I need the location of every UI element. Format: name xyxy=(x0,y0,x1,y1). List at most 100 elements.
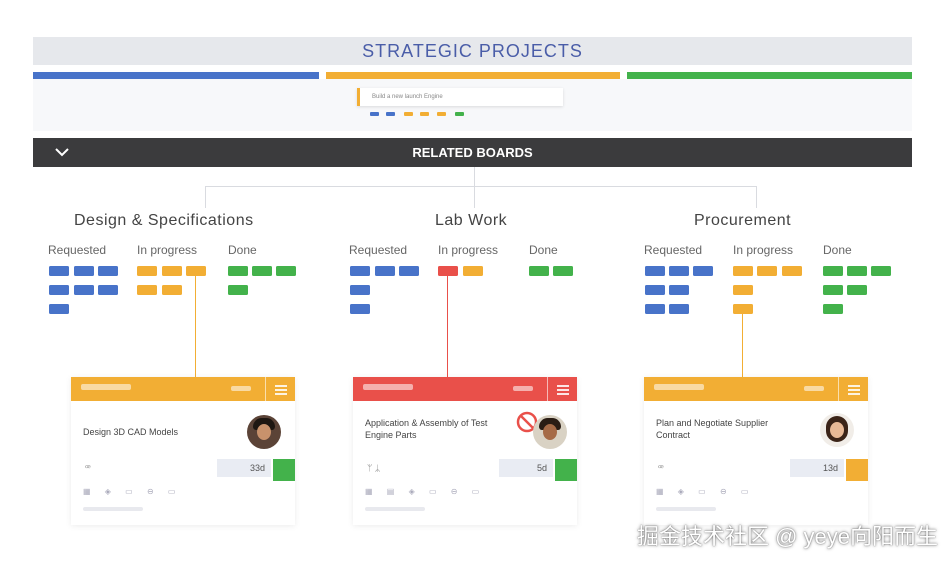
column-done: Done xyxy=(823,243,852,257)
column-in-progress: In progress xyxy=(438,243,498,257)
due-days: 33d xyxy=(217,459,271,477)
task-chip[interactable] xyxy=(757,266,777,276)
card-header xyxy=(71,377,295,401)
task-chip[interactable] xyxy=(645,304,665,314)
assignee-avatar[interactable] xyxy=(533,415,567,449)
task-chip[interactable] xyxy=(669,304,689,314)
card-icons-row[interactable]: ▦ ▤ ◈ ▭ ⊖ ▭ xyxy=(365,487,485,496)
due-days: 13d xyxy=(790,459,844,477)
task-chip[interactable] xyxy=(49,266,69,276)
column-done: Done xyxy=(228,243,257,257)
column-requested: Requested xyxy=(48,243,106,257)
due-days: 5d xyxy=(499,459,553,477)
task-chip[interactable] xyxy=(228,266,248,276)
watermark: 掘金技术社区 @ yeye向阳而生 xyxy=(637,519,938,551)
task-chip[interactable] xyxy=(350,266,370,276)
task-chip[interactable] xyxy=(228,285,248,295)
task-chip[interactable] xyxy=(847,285,867,295)
mini-chip xyxy=(455,112,464,116)
task-chip[interactable] xyxy=(463,266,483,276)
task-card-procurement[interactable]: Plan and Negotiate Supplier Contract ꟹ 1… xyxy=(644,377,868,525)
task-chip[interactable] xyxy=(74,266,94,276)
task-chip[interactable] xyxy=(98,285,118,295)
due-status-flag xyxy=(273,459,295,481)
task-chip[interactable] xyxy=(733,266,753,276)
link-line xyxy=(742,314,743,377)
task-chip[interactable] xyxy=(733,285,753,295)
card-task-title: Application & Assembly of Test Engine Pa… xyxy=(365,417,495,441)
card-task-title: Design 3D CAD Models xyxy=(83,426,233,438)
task-chip[interactable] xyxy=(847,266,867,276)
task-chip[interactable] xyxy=(186,266,206,276)
task-card-lab-work[interactable]: Application & Assembly of Test Engine Pa… xyxy=(353,377,577,525)
task-chip[interactable] xyxy=(782,266,802,276)
task-chip[interactable] xyxy=(98,266,118,276)
card-menu-icon[interactable] xyxy=(547,377,578,401)
task-chip[interactable] xyxy=(162,266,182,276)
task-chip[interactable] xyxy=(276,266,296,276)
mini-chip xyxy=(370,112,379,116)
board-title-design[interactable]: Design & Specifications xyxy=(74,212,254,230)
task-chip[interactable] xyxy=(399,266,419,276)
task-chip[interactable] xyxy=(529,266,549,276)
task-chip[interactable] xyxy=(252,266,272,276)
task-chip[interactable] xyxy=(74,285,94,295)
task-chip[interactable] xyxy=(669,266,689,276)
related-boards-bar[interactable]: RELATED BOARDS xyxy=(33,138,912,167)
strategic-card[interactable]: Build a new launch Engine xyxy=(357,88,563,106)
task-chip[interactable] xyxy=(162,285,182,295)
card-type-icon: ꟹ xyxy=(85,463,91,474)
lane-bar-blue xyxy=(33,72,319,79)
task-card-design[interactable]: Design 3D CAD Models ꟹ 33d ▦ ◈ ▭ ⊖ ▭ xyxy=(71,377,295,525)
task-chip[interactable] xyxy=(871,266,891,276)
card-icons-row[interactable]: ▦ ◈ ▭ ⊖ ▭ xyxy=(656,487,754,496)
task-chip[interactable] xyxy=(137,285,157,295)
card-icons-row[interactable]: ▦ ◈ ▭ ⊖ ▭ xyxy=(83,487,181,496)
board-title-procurement[interactable]: Procurement xyxy=(694,212,791,230)
chevron-down-icon[interactable] xyxy=(44,138,80,167)
mini-chip xyxy=(437,112,446,116)
task-chip[interactable] xyxy=(350,285,370,295)
task-chip[interactable] xyxy=(823,285,843,295)
connector-stem xyxy=(474,167,475,186)
task-chip[interactable] xyxy=(553,266,573,276)
mini-chip xyxy=(404,112,413,116)
connector-drop xyxy=(474,186,475,208)
board-title-lab-work[interactable]: Lab Work xyxy=(435,212,507,230)
column-requested: Requested xyxy=(644,243,702,257)
card-footer xyxy=(365,507,425,511)
due-status-flag xyxy=(846,459,868,481)
task-chip[interactable] xyxy=(49,304,69,314)
card-header xyxy=(644,377,868,401)
task-chip[interactable] xyxy=(49,285,69,295)
strategic-projects-title: STRATEGIC PROJECTS xyxy=(33,37,912,65)
task-chip[interactable] xyxy=(733,304,753,314)
card-footer xyxy=(83,507,143,511)
lane-bar-green xyxy=(627,72,912,79)
mini-chip xyxy=(386,112,395,116)
task-chip[interactable] xyxy=(693,266,713,276)
task-chip[interactable] xyxy=(350,304,370,314)
link-line xyxy=(195,276,196,377)
card-header xyxy=(353,377,577,401)
task-chip[interactable] xyxy=(137,266,157,276)
link-line xyxy=(447,276,448,377)
connector-horizontal xyxy=(205,186,756,187)
column-done: Done xyxy=(529,243,558,257)
task-chip[interactable] xyxy=(823,304,843,314)
connector-drop xyxy=(205,186,206,208)
assignee-avatar[interactable] xyxy=(820,413,854,447)
task-chip[interactable] xyxy=(645,266,665,276)
column-in-progress: In progress xyxy=(137,243,197,257)
task-chip[interactable] xyxy=(823,266,843,276)
card-type-icon: ꟹ xyxy=(658,463,664,474)
task-chip[interactable] xyxy=(375,266,395,276)
task-chip[interactable] xyxy=(645,285,665,295)
task-chip[interactable] xyxy=(669,285,689,295)
task-chip-blocked[interactable] xyxy=(438,266,458,276)
assignee-avatar[interactable] xyxy=(247,415,281,449)
strategic-card-title: Build a new launch Engine xyxy=(372,94,443,100)
lane-bar-yellow xyxy=(326,72,620,79)
card-menu-icon[interactable] xyxy=(265,377,296,401)
card-menu-icon[interactable] xyxy=(838,377,869,401)
